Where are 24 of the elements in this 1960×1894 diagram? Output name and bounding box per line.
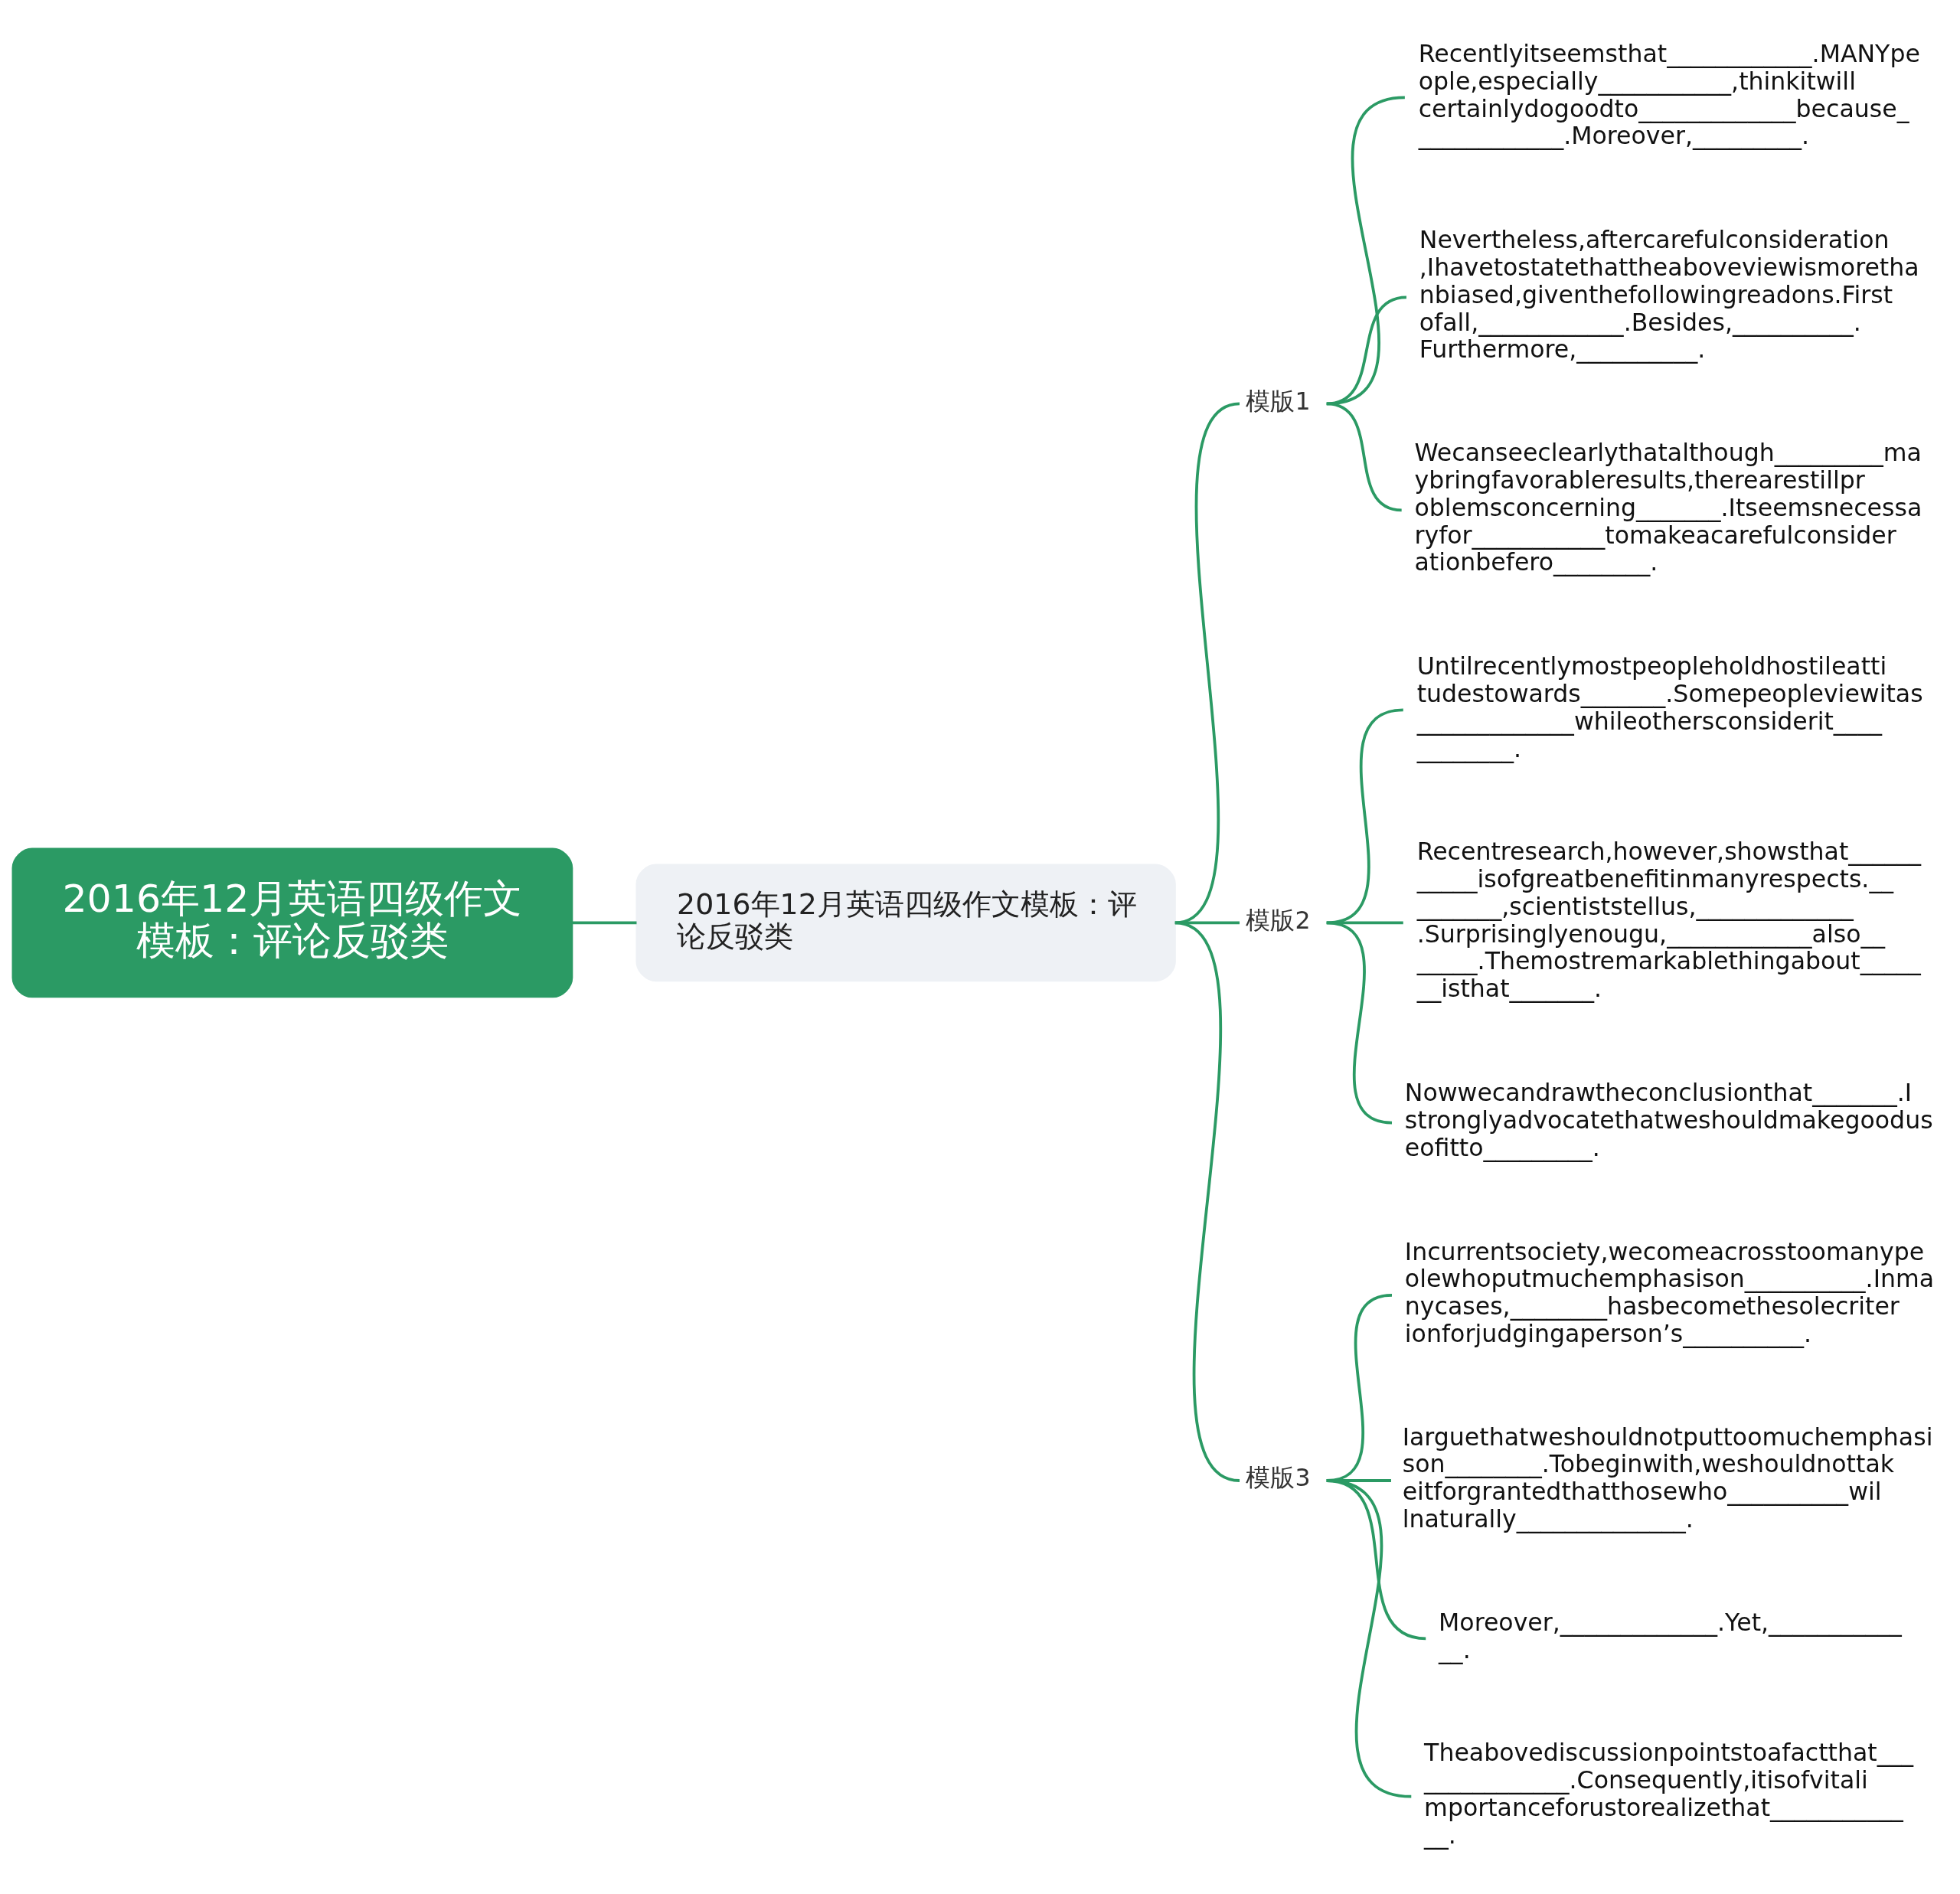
node-text: Wecanseeclearlythatalthough_________maybringfavorableresults,therearestillproblemsconcerning_______.Itseemsnecessaryfor___________tomakeacarefulconsiderationbefero________.: [1414, 439, 1922, 576]
connector: [1326, 296, 1407, 406]
node-text: 模版1: [1246, 387, 1311, 415]
connector: [1174, 402, 1240, 925]
node-text: Untilrecentlymostpeopleholdhostileattitudestowards_______.Somepeopleviewitas_____________whileothersconsiderit____________.: [1416, 652, 1923, 762]
node-text: Recentresearch,however,showsthat___________isofgreatbenefitinmanyrespects._________,scientiststellus,_____________.Surprisinglyenougu,____________also_______.Themostremarkablethingabout_______isthat_______.: [1416, 838, 1922, 1003]
node-text: Moreover,_____________.Yet,_____________.: [1439, 1608, 1902, 1664]
connector: [1326, 402, 1402, 512]
connector: [572, 921, 637, 925]
node-text: Nowwecandrawtheconclusionthat_______.Istronglyadvocatethatweshouldmakegooduseofitto_________.: [1404, 1079, 1933, 1161]
node-box: 2016年12月英语四级作文模板：评论反驳类: [11, 847, 573, 998]
node-text: 模版2: [1246, 906, 1311, 934]
node-text: Theabovediscussionpointstoafactthat_______________.Consequently,itisofvitalimportanceforustorealizethat_____________.: [1424, 1739, 1914, 1849]
connector: [1326, 96, 1406, 406]
node-text: Recentlyitseemsthat____________.MANYpeople,especially___________,thinkitwillcertainlydogoodto_____________because_____________.Moreover,_________.: [1418, 39, 1920, 150]
node-text: 模版3: [1246, 1464, 1311, 1492]
node-box: 2016年12月英语四级作文模板：评论反驳类: [635, 864, 1176, 982]
connector: [1326, 708, 1404, 925]
node-text: Iarguethatweshouldnotputtoomuchemphasison________.Tobeginwith,weshouldnottakeitforgrantedthatthosewho__________willnaturally______________.: [1402, 1422, 1933, 1533]
node-text: Nevertheless,aftercarefulconsideration,Ihavetostatethattheaboveviewismorethanbiased,giventhefollowingreadons.Firstofall,____________.Besides,__________.Furthermore,__________.: [1419, 226, 1919, 364]
node-text: Incurrentsociety,wecomeacrosstoomanypeolewhoputmuchemphasison__________.Inmanycases,________hasbecomethesolecriterionforjudgingaperson’s__________.: [1404, 1237, 1935, 1347]
connector: [1326, 1479, 1412, 1798]
connector: [1174, 921, 1240, 1482]
connector: [1326, 921, 1393, 1125]
